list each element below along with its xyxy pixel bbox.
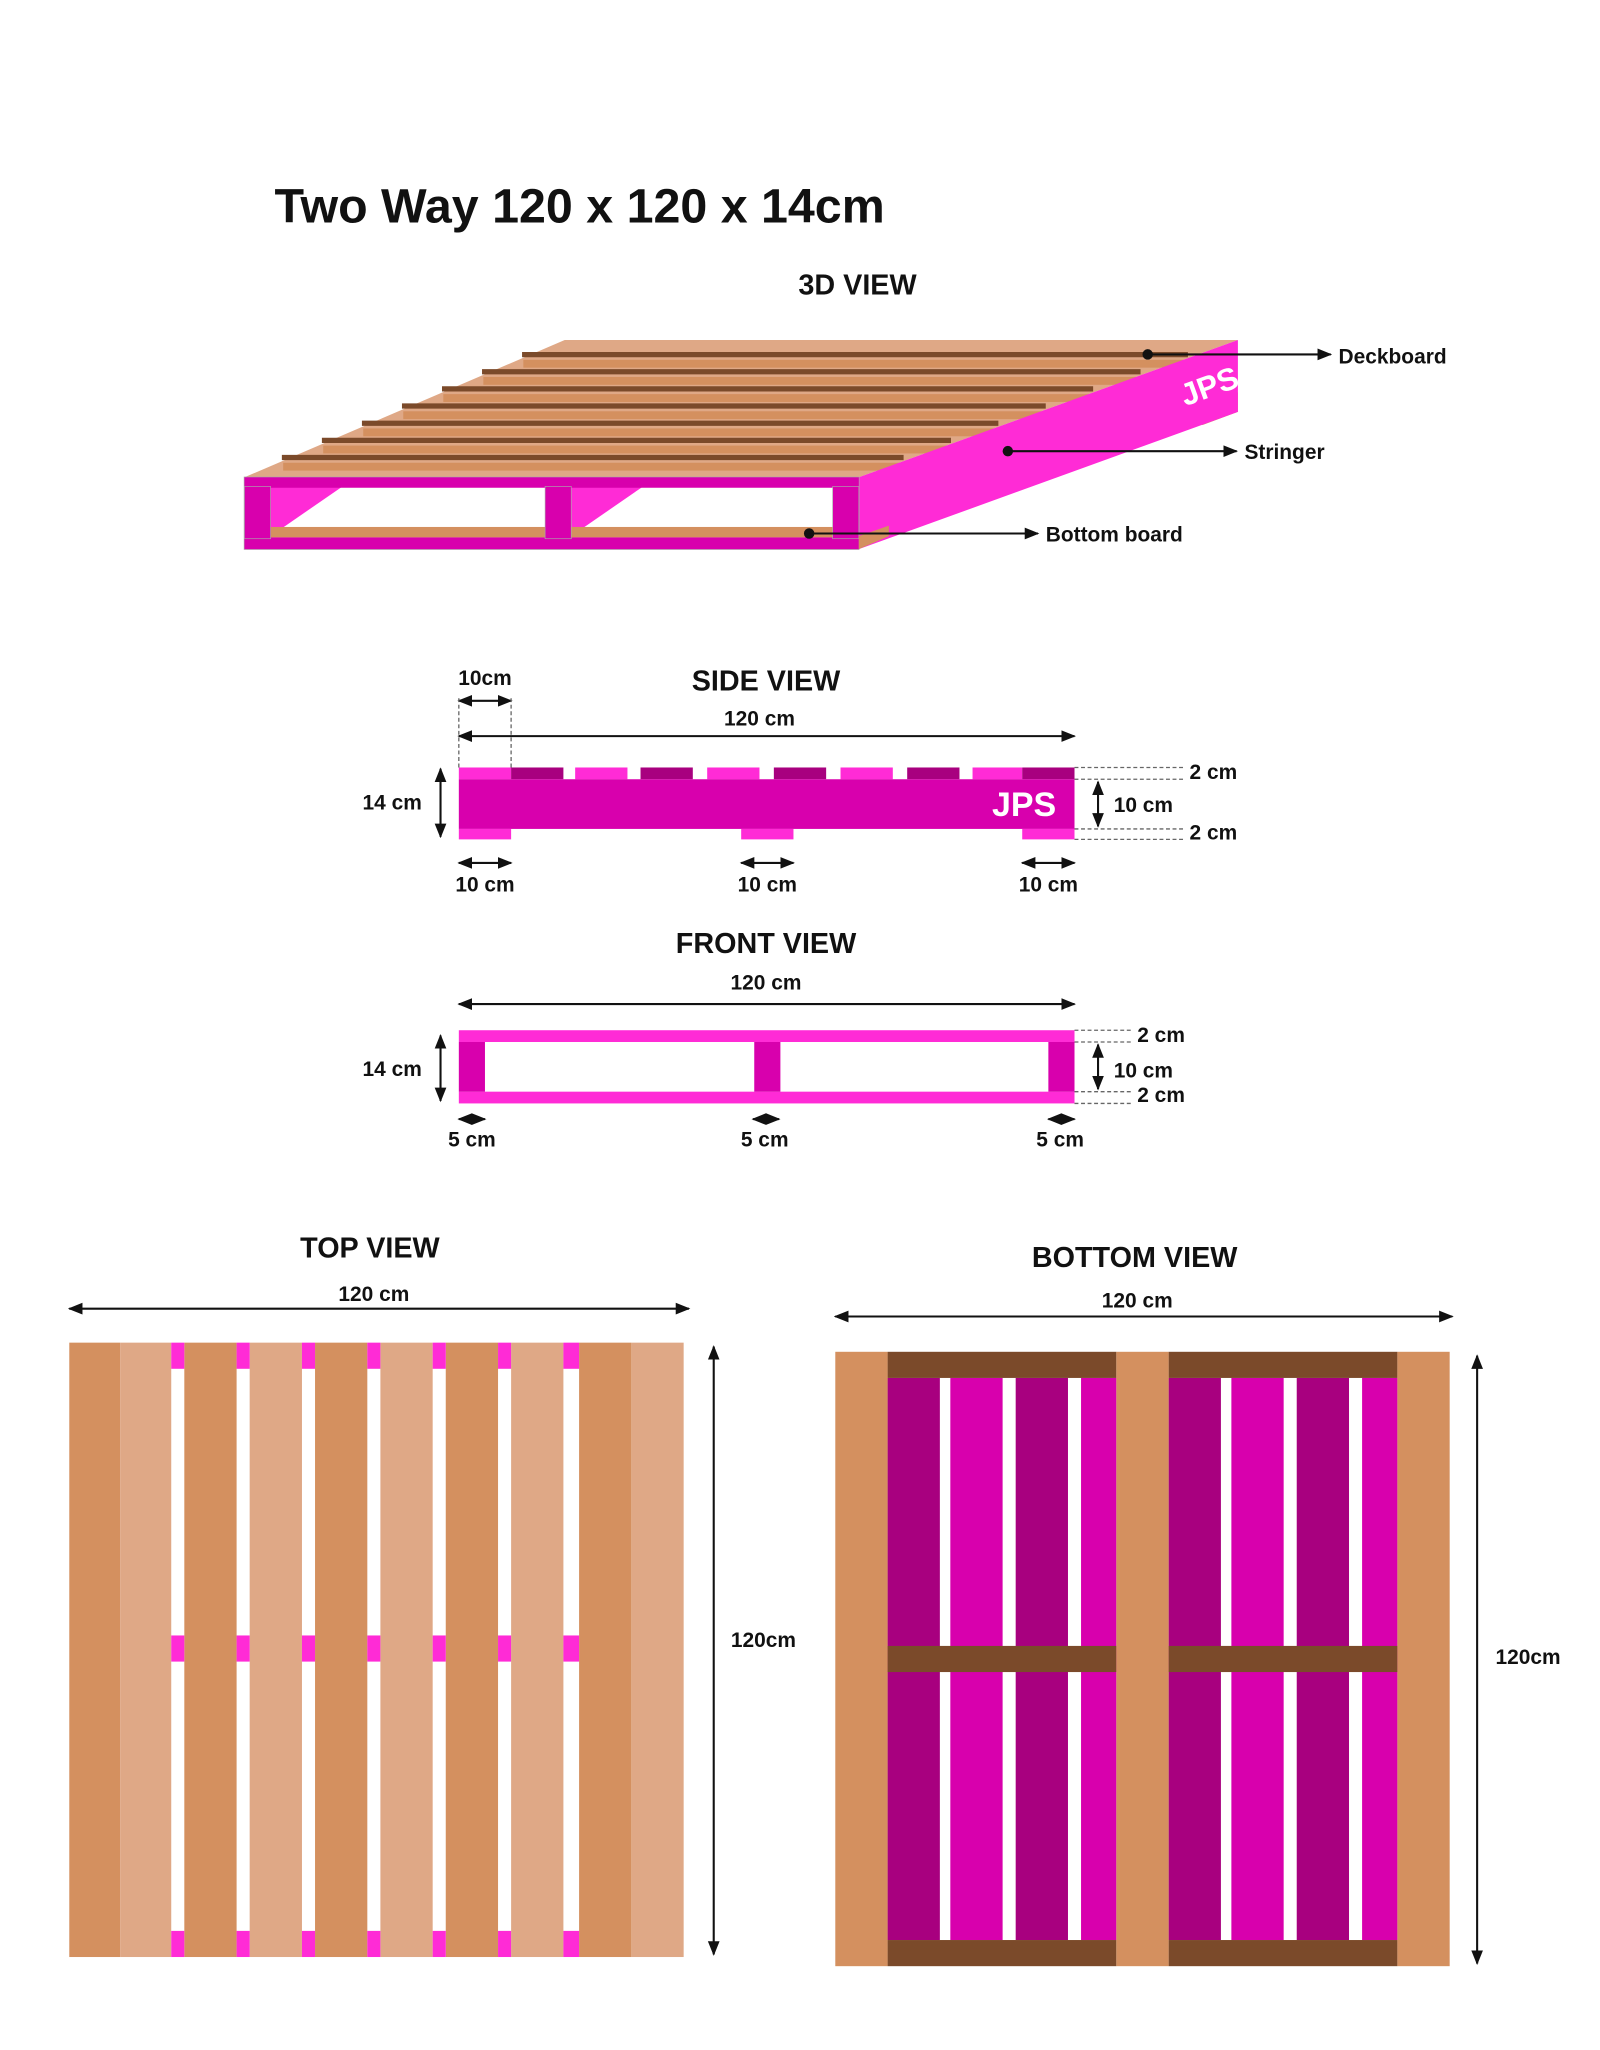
svg-text:120cm: 120cm [1496, 1646, 1561, 1669]
svg-text:10 cm: 10 cm [1114, 794, 1173, 817]
stringer-bottom [1116, 1351, 1169, 1967]
deckboard-section [511, 767, 564, 780]
deckboard-section [773, 767, 827, 780]
deckboard-section [707, 767, 760, 780]
bottom-board [887, 1351, 1117, 1378]
deckboard [523, 359, 1190, 368]
block-visible [498, 1930, 512, 1958]
bottom-board [1168, 1940, 1398, 1967]
heading-3d-view: 3D VIEW [798, 269, 917, 301]
jps-logo-side: JPS [992, 786, 1056, 824]
deckboard [579, 1342, 632, 1958]
svg-text:2 cm: 2 cm [1137, 1084, 1185, 1107]
svg-text:Deckboard: Deckboard [1339, 346, 1447, 369]
stringer-bottom [1397, 1351, 1450, 1967]
top-view-drawing: 120 cm 120cm [67, 1283, 796, 1958]
callout-stringer: Stringer [1002, 441, 1325, 464]
svg-text:14 cm: 14 cm [363, 791, 422, 814]
block-visible [301, 1342, 316, 1369]
deckboard [511, 1342, 564, 1958]
block-visible [301, 1930, 316, 1958]
block-visible [498, 1635, 512, 1662]
svg-text:10 cm: 10 cm [738, 874, 797, 897]
svg-text:120 cm: 120 cm [338, 1283, 409, 1306]
bottom-view-drawing: 120 cm 120cm [833, 1289, 1561, 1967]
stringer-side [858, 340, 1238, 550]
svg-text:120 cm: 120 cm [724, 708, 795, 731]
deckboard [323, 445, 953, 454]
block-visible [171, 1635, 185, 1662]
deckboard [249, 1342, 302, 1958]
deckboard [283, 462, 905, 471]
svg-text:5 cm: 5 cm [1036, 1129, 1084, 1152]
heading-side-view: SIDE VIEW [692, 665, 841, 697]
svg-text:10 cm: 10 cm [455, 874, 514, 897]
heading-front-view: FRONT VIEW [676, 928, 857, 960]
deckboard-section [972, 767, 1023, 780]
bottom-board [887, 1645, 1117, 1673]
svg-text:2 cm: 2 cm [1137, 1024, 1185, 1047]
block-visible [563, 1342, 580, 1369]
deckboard [483, 376, 1142, 385]
deckboard [363, 428, 1000, 437]
block-visible [236, 1342, 250, 1369]
block-visible [563, 1930, 580, 1958]
block-visible [432, 1342, 446, 1369]
svg-text:Bottom board: Bottom board [1046, 523, 1183, 546]
svg-text:5 cm: 5 cm [741, 1129, 789, 1152]
pallet-3d: JPS [243, 340, 1243, 550]
block-visible [563, 1635, 580, 1662]
deckboard-section [840, 767, 893, 780]
callout-bottom-board: Bottom board [803, 523, 1183, 546]
deckboard [315, 1342, 368, 1958]
deckboard-section [1022, 767, 1075, 780]
svg-text:2 cm: 2 cm [1190, 761, 1238, 784]
block-visible [236, 1930, 250, 1958]
stringer-bottom [835, 1351, 888, 1967]
block-visible [236, 1635, 250, 1662]
svg-text:10 cm: 10 cm [1114, 1059, 1173, 1082]
bottom-board [1168, 1351, 1398, 1378]
block-visible [171, 1342, 185, 1369]
svg-text:Stringer: Stringer [1244, 441, 1324, 464]
deckboard [403, 411, 1048, 420]
block-visible [301, 1635, 316, 1662]
deckboard [443, 394, 1095, 402]
svg-text:14 cm: 14 cm [363, 1058, 422, 1081]
block-visible [367, 1342, 381, 1369]
page-title: Two Way 120 x 120 x 14cm [275, 179, 885, 233]
deckboard [120, 1342, 172, 1958]
deckboard-section [640, 767, 693, 780]
svg-text:2 cm: 2 cm [1190, 821, 1238, 844]
svg-text:10 cm: 10 cm [1019, 874, 1078, 897]
deckboard [631, 1342, 684, 1958]
svg-text:120 cm: 120 cm [731, 972, 802, 995]
side-view-drawing: 10cm 120 cm JPS 14 cm 2 cm 10 cm 2 cm 10… [363, 667, 1238, 897]
deckboard [69, 1342, 121, 1958]
svg-text:120cm: 120cm [731, 1629, 796, 1652]
block-visible [171, 1930, 185, 1958]
block-visible [432, 1930, 446, 1958]
deckboard [445, 1342, 499, 1958]
bottom-board [1168, 1645, 1398, 1673]
block-visible [432, 1635, 446, 1662]
svg-text:120 cm: 120 cm [1102, 1289, 1173, 1312]
heading-bottom-view: BOTTOM VIEW [1032, 1242, 1238, 1274]
svg-text:5 cm: 5 cm [448, 1129, 496, 1152]
deckboard [380, 1342, 433, 1958]
block-visible [367, 1930, 381, 1958]
block-visible [498, 1342, 512, 1369]
deckboard-section [458, 767, 512, 780]
deckboard-section [907, 767, 960, 780]
deckboard [184, 1342, 237, 1958]
heading-top-view: TOP VIEW [300, 1233, 440, 1265]
svg-text:10cm: 10cm [458, 667, 511, 690]
bottom-board [887, 1940, 1117, 1967]
block-visible [367, 1635, 381, 1662]
callout-deckboard: Deckboard [1142, 346, 1447, 369]
front-view-drawing: 120 cm 14 cm 2 cm 10 cm 2 cm 5 cm 5 cm 5… [363, 972, 1185, 1152]
deckboard-section [575, 767, 628, 780]
